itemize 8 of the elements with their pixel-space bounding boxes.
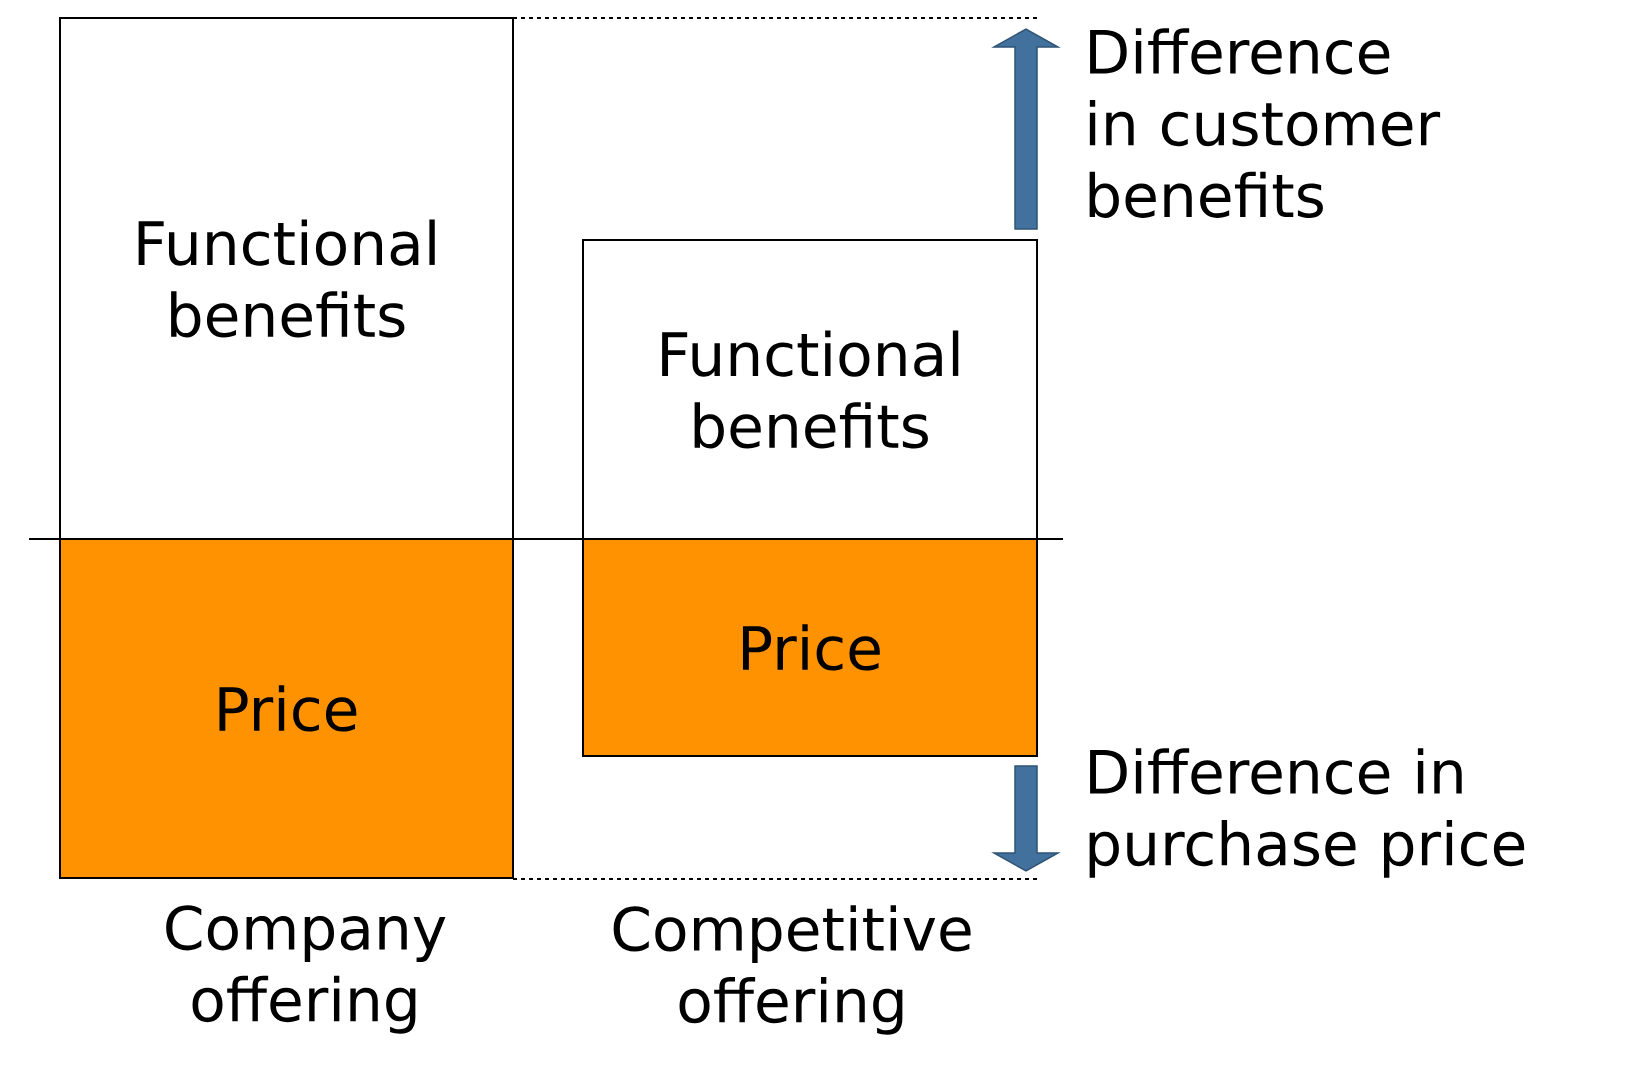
caption-text: Competitive offering	[613, 905, 971, 1035]
benefits-box: Functional benefits	[582, 239, 1038, 540]
price-box: Price	[582, 538, 1038, 757]
caption-text: Company offering	[166, 905, 446, 1034]
annotation-text: Difference in purchase price	[1089, 748, 1525, 878]
annotation-text: Difference in customer benefits	[1089, 28, 1441, 218]
price-box: Price	[59, 538, 514, 879]
benefits-box: Functional benefits	[59, 17, 514, 540]
